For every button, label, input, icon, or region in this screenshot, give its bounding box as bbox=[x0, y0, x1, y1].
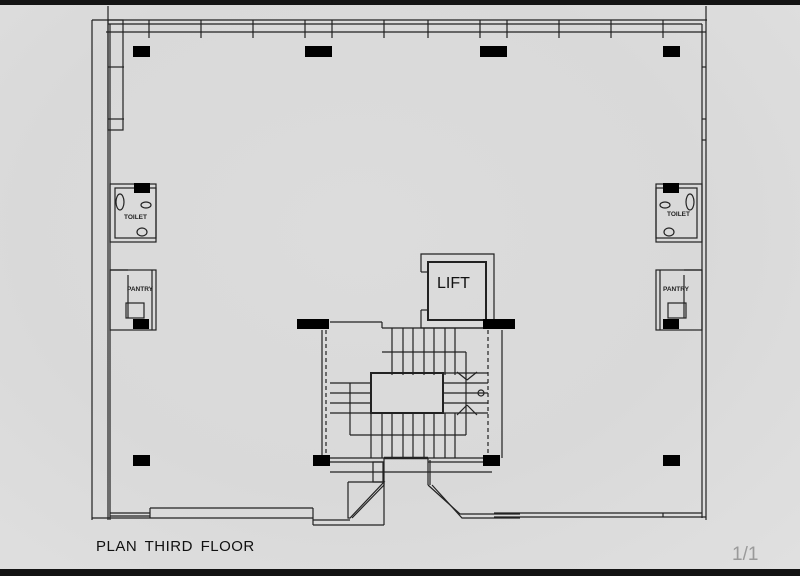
left-toilet-block bbox=[109, 183, 157, 331]
page-indicator: 1/1 bbox=[732, 544, 759, 565]
toilet-left-label: TOILET bbox=[124, 214, 147, 221]
lift-label: LIFT bbox=[437, 275, 470, 292]
top-frame-bar bbox=[0, 0, 800, 5]
pantry-right-label: PANTRY bbox=[663, 286, 690, 293]
plan-title: PLAN THIRD FLOOR bbox=[96, 538, 255, 555]
staircase bbox=[321, 321, 520, 525]
pantry-left-label: PANTRY bbox=[127, 286, 154, 293]
columns bbox=[133, 46, 680, 466]
right-toilet-block bbox=[655, 183, 703, 331]
bottom-frame-bar bbox=[0, 569, 800, 576]
drawing-sheet bbox=[0, 5, 800, 569]
lift-shaft bbox=[382, 253, 495, 329]
outer-wall bbox=[91, 6, 707, 526]
toilet-right-label: TOILET bbox=[667, 211, 690, 218]
